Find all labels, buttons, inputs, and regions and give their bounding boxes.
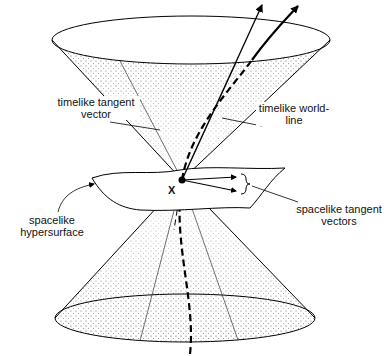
event-point	[179, 177, 186, 184]
spacelike-vector	[182, 177, 236, 180]
future-cone	[52, 16, 330, 180]
point-label: X	[166, 184, 177, 196]
leader-arrow	[58, 184, 94, 212]
brace	[241, 174, 250, 194]
callout-label: timelike tangent vector	[52, 96, 140, 120]
timelike-vector	[182, 5, 262, 180]
leader-line	[252, 186, 298, 202]
callout-label: spacelike hypersurface	[8, 214, 96, 238]
callout-label: timelike world-line	[256, 102, 332, 126]
callout-label: spacelike tangent vectors	[292, 203, 386, 227]
world-line-future	[182, 60, 252, 180]
leader-line	[110, 122, 160, 130]
spacelike-hypersurface	[92, 168, 285, 211]
world-line-future	[252, 6, 298, 60]
spacelike-vector	[182, 180, 236, 191]
